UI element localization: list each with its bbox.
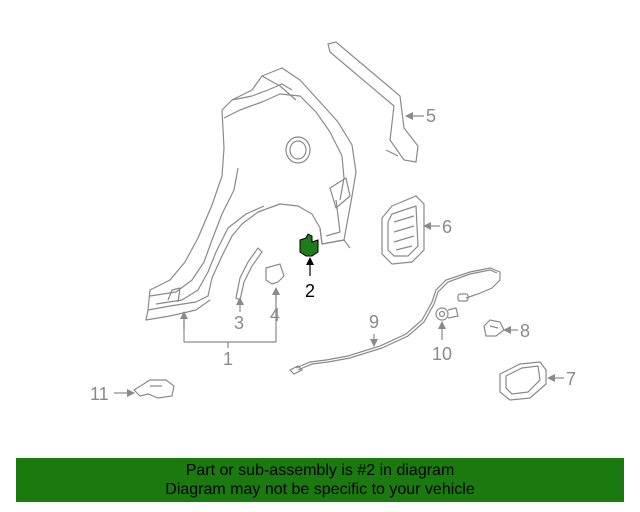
part-8-drawing: [483, 319, 505, 337]
part-11-drawing: [133, 379, 175, 399]
callout-4[interactable]: 4: [270, 305, 281, 325]
callout-7[interactable]: 7: [566, 369, 577, 389]
part-6-drawing: [381, 195, 425, 265]
part-2-highlight[interactable]: [299, 233, 319, 257]
callout-11[interactable]: 11: [90, 384, 109, 404]
part-9-drawing: [288, 267, 501, 375]
callout-3[interactable]: 3: [234, 313, 245, 333]
part-4-drawing: [265, 263, 285, 285]
callout-8[interactable]: 8: [520, 321, 531, 341]
quarter-panel-drawing: [145, 67, 357, 321]
callout-9[interactable]: 9: [369, 312, 380, 332]
info-banner: Part or sub-assembly is #2 in diagram Di…: [16, 458, 624, 502]
leader-lines: [114, 112, 564, 397]
callout-2[interactable]: 2: [305, 281, 316, 301]
callout-5[interactable]: 5: [426, 106, 437, 126]
callout-1[interactable]: 1: [223, 349, 234, 369]
banner-line-1: Part or sub-assembly is #2 in diagram: [185, 462, 455, 479]
part-3-drawing: [235, 247, 263, 301]
part-5-drawing: [327, 41, 419, 163]
part-7-drawing: [499, 361, 547, 401]
callout-10[interactable]: 10: [432, 344, 453, 364]
part-10-drawing: [435, 307, 459, 321]
banner-line-2: Diagram may not be specific to your vehi…: [165, 481, 475, 498]
callout-6[interactable]: 6: [442, 217, 453, 237]
